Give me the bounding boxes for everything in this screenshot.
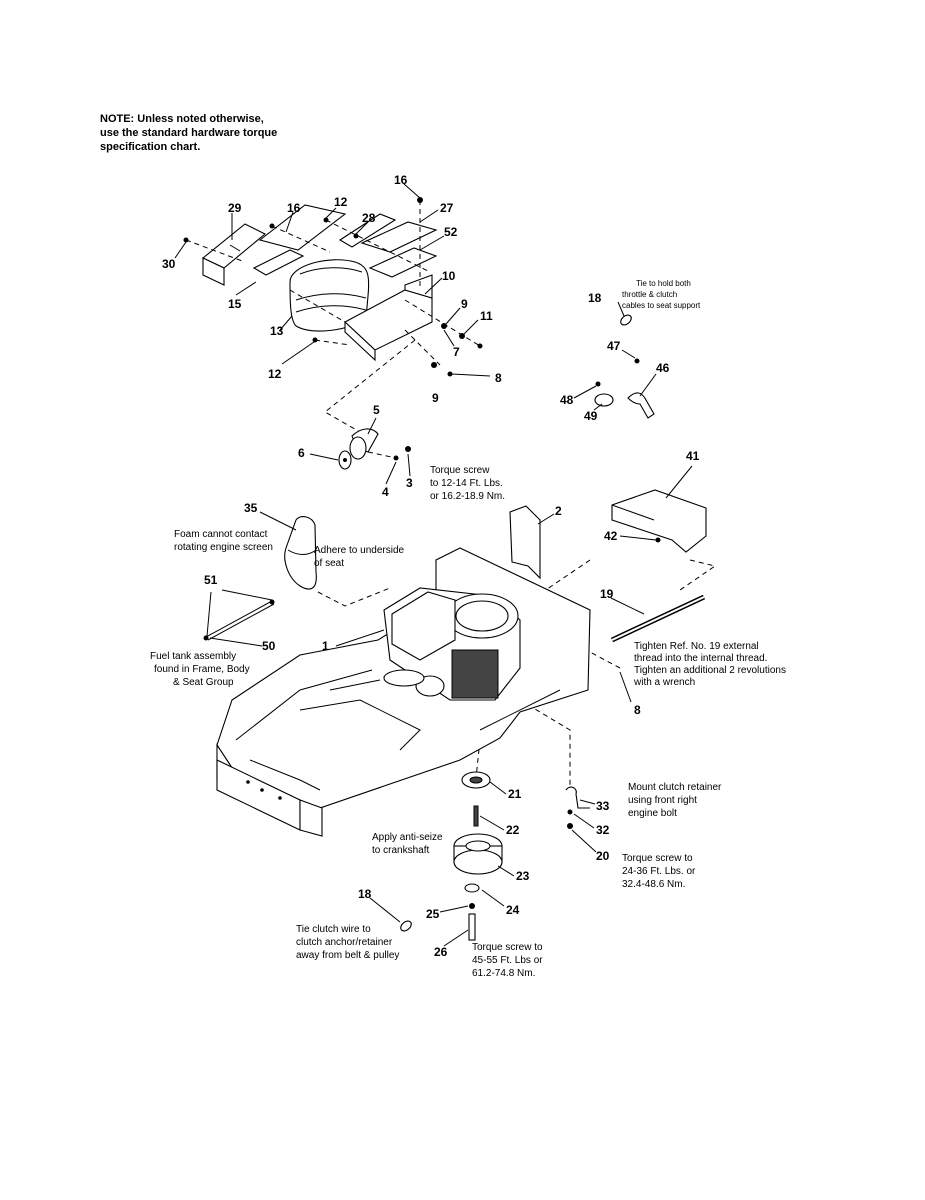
- annotation-fuel-tank: Fuel tank assembly found in Frame, Body …: [150, 651, 252, 688]
- callout-5: 5: [373, 403, 380, 417]
- callout-2: 2: [555, 504, 562, 518]
- callout-11: 11: [480, 309, 493, 323]
- callout-4: 4: [382, 485, 389, 499]
- callout-18: 18: [588, 291, 602, 305]
- part-28-shield: [258, 204, 397, 251]
- part-35-foam: [284, 516, 317, 590]
- callout-49: 49: [584, 409, 598, 423]
- part-41-bracket: [611, 489, 707, 553]
- part-3-4-hardware: [367, 446, 411, 461]
- annotation-foam: Foam cannot contact rotating engine scre…: [174, 529, 273, 553]
- callout-15: 15: [228, 297, 242, 311]
- annotations: Tie to hold both throttle & clutch cable…: [150, 279, 789, 979]
- callout-50: 50: [262, 639, 276, 653]
- part-1-engine: [383, 587, 521, 701]
- callout-12: 12: [334, 195, 348, 209]
- callout-46: 46: [656, 361, 670, 375]
- callout-24: 24: [506, 903, 520, 917]
- assembly-lines-top: [185, 200, 481, 433]
- callout-19: 19: [600, 587, 614, 601]
- callout-48: 48: [560, 393, 574, 407]
- callout-10: 10: [442, 269, 456, 283]
- part-2-shield: [509, 505, 541, 580]
- callout-27: 27: [440, 201, 454, 215]
- callout-16: 16: [287, 201, 301, 215]
- callout-9: 9: [432, 391, 439, 405]
- part-49-knob: [594, 393, 614, 407]
- callout-30: 30: [162, 257, 176, 271]
- callout-23: 23: [516, 869, 530, 883]
- annotation-mount-clutch: Mount clutch retainer using front right …: [628, 782, 724, 819]
- torque-note: NOTE: Unless noted otherwise, use the st…: [100, 113, 278, 153]
- part-29-heat-shield: [201, 223, 267, 286]
- part-10-mounting-bracket: [344, 274, 433, 362]
- callout-42: 42: [604, 529, 618, 543]
- annotation-tie-clutch: Tie clutch wire to clutch anchor/retaine…: [296, 924, 399, 961]
- part-23-clutch: [453, 833, 503, 875]
- callout-47: 47: [607, 339, 621, 353]
- callout-9: 9: [461, 297, 468, 311]
- part-18-cable-tie-top: [620, 314, 632, 326]
- part-52-plate: [368, 247, 438, 278]
- annotation-anti-seize: Apply anti-seize to crankshaft: [372, 832, 445, 856]
- callout-28: 28: [362, 211, 376, 225]
- callout-20: 20: [596, 849, 610, 863]
- part-6-gasket: [338, 450, 352, 470]
- callout-32: 32: [596, 823, 610, 837]
- callout-13: 13: [270, 324, 284, 338]
- callout-12: 12: [268, 367, 282, 381]
- callout-52: 52: [444, 225, 458, 239]
- callout-51: 51: [204, 573, 218, 587]
- part-32-33-retainer: [565, 786, 590, 829]
- annotation-torque-3: Torque screw to 12-14 Ft. Lbs. or 16.2-1…: [430, 465, 506, 502]
- callout-41: 41: [686, 449, 700, 463]
- leader-lines: [174, 183, 693, 947]
- callout-33: 33: [596, 799, 610, 813]
- part-27-plate: [360, 221, 438, 253]
- callout-1: 1: [322, 639, 329, 653]
- callout-8: 8: [634, 703, 641, 717]
- part-5-exhaust-elbow: [349, 428, 379, 460]
- part-18-cable-tie-bottom: [400, 920, 412, 932]
- callout-8: 8: [495, 371, 502, 385]
- callout-21: 21: [508, 787, 522, 801]
- callout-25: 25: [426, 907, 440, 921]
- callout-35: 35: [244, 501, 258, 515]
- callout-6: 6: [298, 446, 305, 460]
- callout-22: 22: [506, 823, 520, 837]
- callout-29: 29: [228, 201, 242, 215]
- annotation-tighten-19: Tighten Ref. No. 19 external thread into…: [633, 641, 789, 688]
- part-13-muffler: [289, 259, 370, 332]
- callout-3: 3: [406, 476, 413, 490]
- part-46-throttle-bracket: [595, 358, 655, 419]
- callout-26: 26: [434, 945, 448, 959]
- annotation-torque-20: Torque screw to 24-36 Ft. Lbs. or 32.4-4…: [622, 853, 698, 890]
- part-21-pulley: [461, 771, 491, 789]
- part-22-key: [473, 805, 479, 827]
- part-24-25-26-hardware: [464, 883, 480, 941]
- part-frame-bumper: [216, 759, 323, 837]
- annotation-torque-26: Torque screw to 45-55 Ft. Lbs or 61.2-74…: [472, 942, 545, 979]
- annotation-adhere: Adhere to underside of seat: [314, 545, 407, 569]
- part-15-bracket: [252, 249, 305, 276]
- callout-16: 16: [394, 173, 408, 187]
- part-50-51-fuel-strap: [203, 599, 275, 641]
- part-19-rod: [610, 594, 706, 643]
- callout-7: 7: [453, 345, 460, 359]
- annotation-tie-cables: Tie to hold both throttle & clutch cable…: [622, 279, 701, 310]
- callout-18: 18: [358, 887, 372, 901]
- callout-numbers: 16 29 16 12 28 27 52 30 10 15 9 11 13 7 …: [162, 173, 700, 959]
